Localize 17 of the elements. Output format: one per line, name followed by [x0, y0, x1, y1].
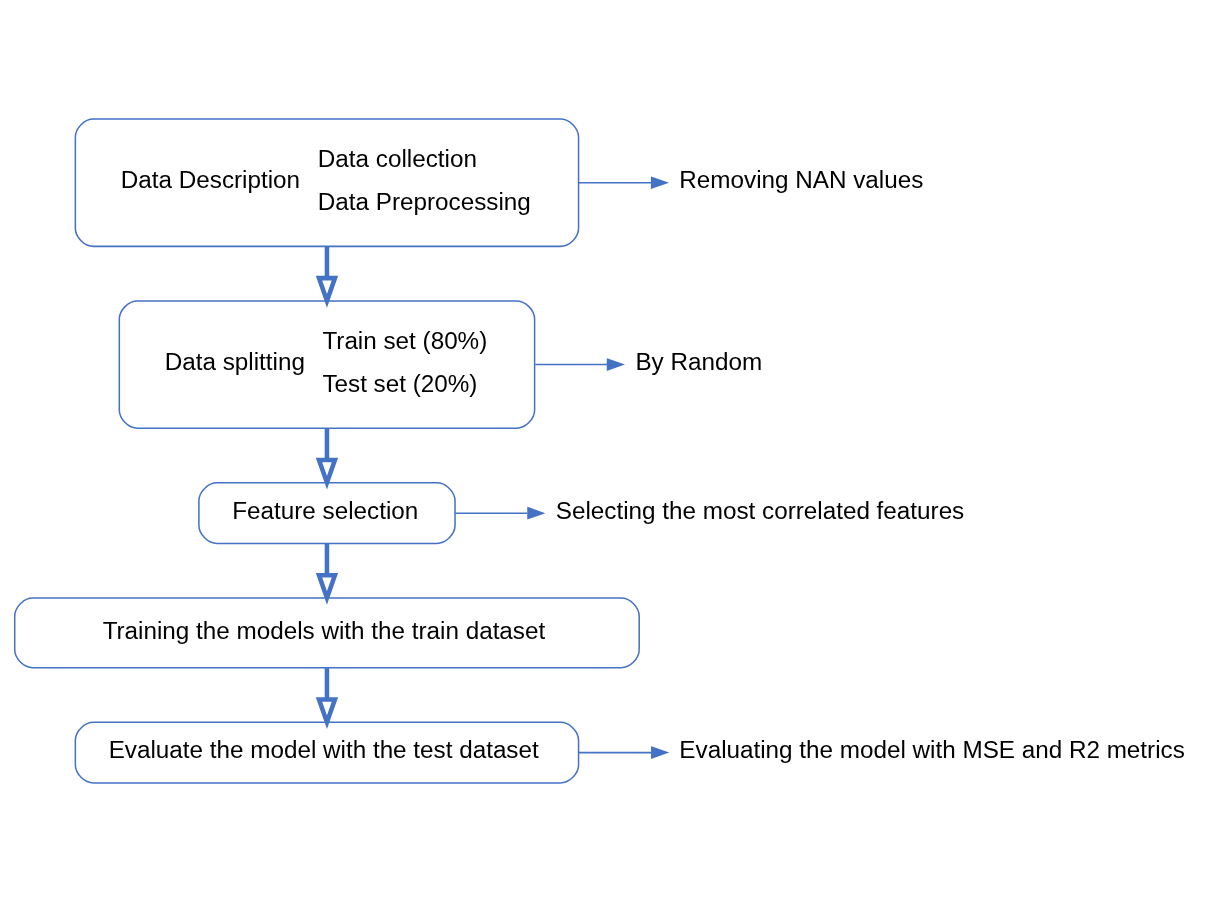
node-text: By Random [635, 348, 763, 376]
node-box: Feature selection [198, 482, 456, 545]
node-box: Data splitting Train set (80%) Test set (20%) [118, 300, 536, 429]
node-box: Evaluate the model with the test dataset [74, 721, 580, 784]
node-box: Training the models with the train dataset [13, 597, 640, 669]
arrow [534, 358, 625, 371]
arrow [454, 506, 546, 520]
node-box: Data Description Data collection Data Preprocessing [74, 118, 580, 248]
arrow [315, 246, 339, 308]
arrow [315, 543, 339, 605]
node-text: Removing NAN values [679, 166, 924, 194]
arrow [578, 176, 670, 190]
arrow [315, 428, 339, 490]
arrow [315, 668, 339, 730]
node-text: Selecting the most correlated features [555, 496, 965, 524]
arrow [577, 746, 670, 759]
node-text: Evaluating the model with MSE and R2 metrics [679, 736, 1185, 764]
